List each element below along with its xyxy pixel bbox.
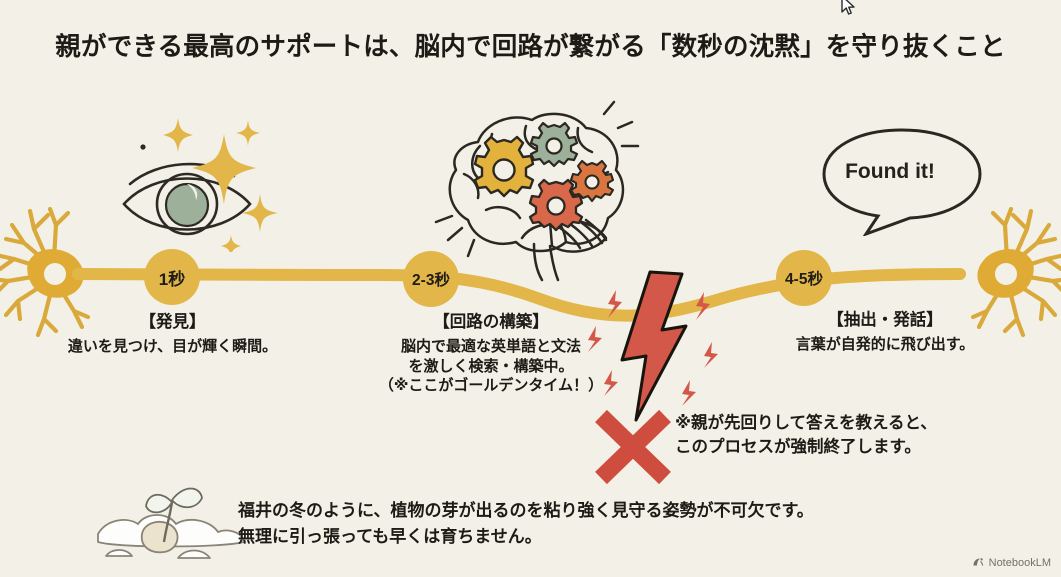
footer-note-line: 福井の冬のように、植物の芽が出るのを粘り強く見守る姿勢が不可欠です。 [238,501,814,520]
stage-line: 脳内で最適な英単語と文法 [400,337,581,355]
stage-line: 違いを見つけ、目が輝く瞬間。 [67,337,278,355]
sprout-snow-icon [97,487,245,559]
gear-yellow-icon [473,135,535,198]
eye-sparkle-icon [122,118,278,252]
footer-note-line: 無理に引っ張っても早くは育ちません。 [238,527,542,547]
watermark: NotebookLM [972,556,1051,569]
brain-action-lines [434,100,640,258]
stage-heading: 【発見】 [139,313,206,331]
speech-bubble-icon [822,128,982,236]
stage-line: 言葉が自発的に飛び出す。 [795,335,975,353]
warning-text: ※親が先回りして答えを教えると、 このプロセスが強制終了します。 [675,412,1005,460]
stage-block-output-speech: 【抽出・発話】 言葉が自発的に飛び出す。 [735,310,1035,355]
speech-bubble-text: Found it! [845,160,935,183]
warning-line: このプロセスが強制終了します。 [675,437,921,456]
gear-green-icon [529,121,579,168]
gear-orange-small-icon [569,159,615,203]
mouse-cursor-icon [841,0,855,15]
stage-line: を激しく検索・構築中。 [408,357,574,375]
stage-block-discovery: 【発見】 違いを見つけ、目が輝く瞬間。 [25,312,320,357]
gear-orange-red-icon [528,178,584,232]
lightning-bolt-icon [588,270,718,422]
timeline-badge-2-3-seconds[interactable]: 2-3秒 [403,251,459,307]
notebooklm-logo-icon [973,558,983,566]
spark-marks [588,290,718,406]
timeline-badge-1-second[interactable]: 1秒 [144,249,200,305]
timeline-badge-4-5-seconds[interactable]: 4-5秒 [776,250,832,306]
red-x-icon [595,409,671,485]
stage-body: 違いを見つけ、目が輝く瞬間。 [25,337,320,357]
stage-body: 脳内で最適な英単語と文法 を激しく検索・構築中。 （※ここがゴールデンタイム！） [323,337,659,396]
stage-heading: 【抽出・発話】 [827,311,943,329]
stage-block-circuit-building: 【回路の構築】 脳内で最適な英単語と文法 を激しく検索・構築中。 （※ここがゴー… [323,312,659,396]
brain-gears-icon [434,100,640,282]
stage-body: 言葉が自発的に飛び出す。 [735,335,1035,355]
footer-note: 福井の冬のように、植物の芽が出るのを粘り強く見守る姿勢が不可欠です。 無理に引っ… [238,498,938,551]
page-title: 親ができる最高のサポートは、脳内で回路が繋がる「数秒の沈黙」を守り抜くこと [55,33,1006,61]
stage-heading: 【回路の構築】 [433,313,549,331]
watermark-label: NotebookLM [988,556,1051,569]
stage-line: （※ここがゴールデンタイム！） [378,377,604,395]
warning-line: ※親が先回りして答えを教えると、 [675,414,937,432]
